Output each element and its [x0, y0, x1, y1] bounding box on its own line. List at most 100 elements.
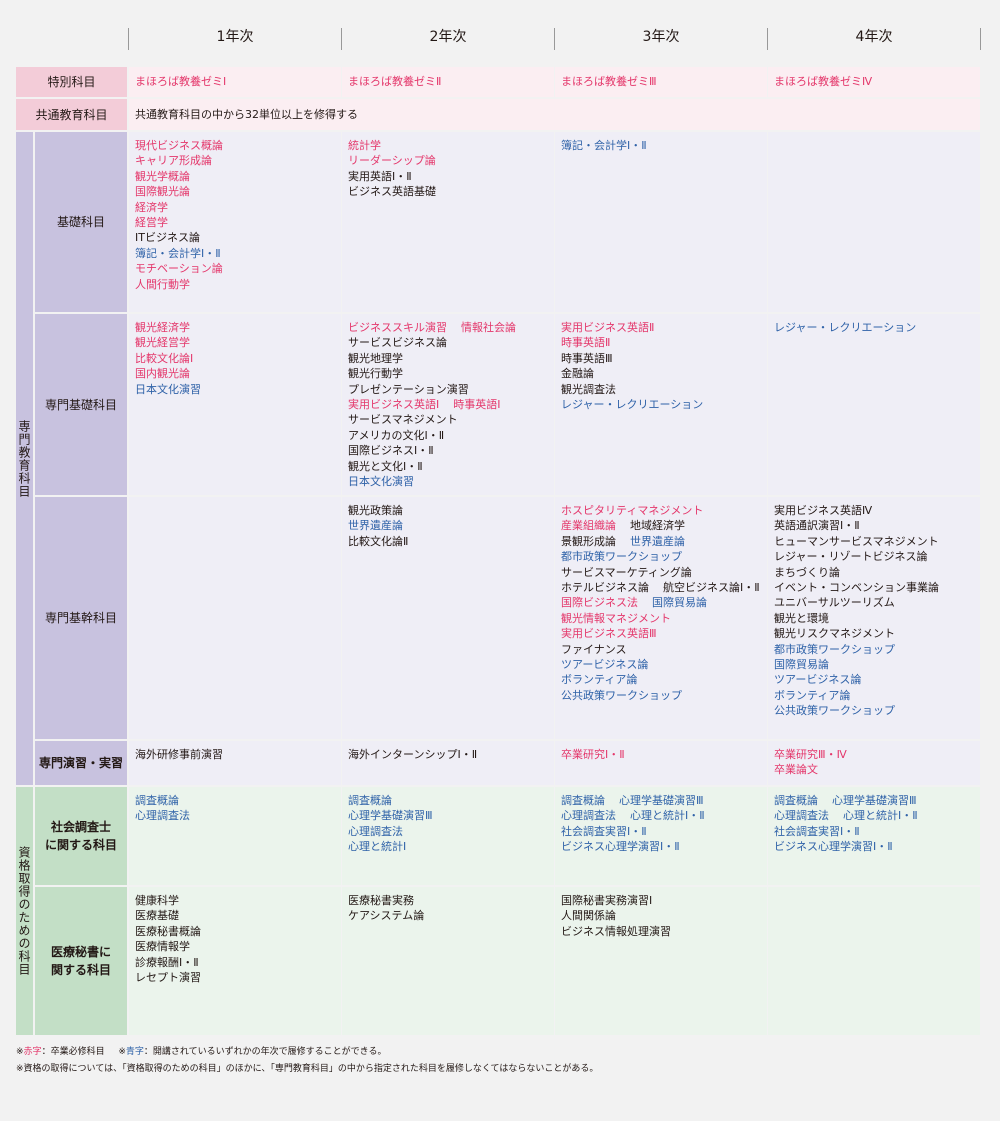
- course-line: ユニバーサルツーリズム: [774, 595, 980, 610]
- course-line: 公共政策ワークショップ: [774, 703, 980, 718]
- cell-tokubetsu-y1: まほろば教養ゼミⅠ: [129, 67, 341, 97]
- course-line: 金融論: [561, 366, 767, 381]
- course-line: 観光行動学: [348, 366, 554, 381]
- course-line: 卒業研究Ⅲ・Ⅳ: [774, 747, 980, 762]
- course-name: 観光リスクマネジメント: [774, 627, 895, 641]
- group-label-shikaku: 資格取得のための科目: [16, 787, 33, 1035]
- course-line: 医療秘書概論: [135, 924, 341, 939]
- course-name: 観光地理学: [348, 351, 403, 365]
- course-name: 実用ビジネス英語Ⅳ: [774, 504, 873, 517]
- course-line: 都市政策ワークショップ: [774, 642, 980, 657]
- row-label-tokubetsu: 特別科目: [16, 67, 127, 97]
- course-name: 国際貿易論: [774, 657, 829, 671]
- cell-enshu-y3: 卒業研究Ⅰ・Ⅱ: [555, 741, 767, 785]
- course-name: 心理調査法: [561, 809, 616, 823]
- course-line: 産業組織論地域経済学: [561, 518, 767, 533]
- course-name: 情報社会論: [461, 321, 516, 334]
- course-line: 実用英語Ⅰ・Ⅱ: [348, 169, 554, 184]
- course-line: まほろば教養ゼミⅣ: [774, 74, 980, 89]
- group-label-senmon: 専門教育科目: [16, 132, 33, 785]
- course-name: 国際秘書実務演習Ⅰ: [561, 894, 653, 907]
- row-label-enshu: 専門演習・実習: [35, 741, 127, 785]
- course-line: 日本文化演習: [135, 382, 341, 397]
- course-line: 海外インターンシップⅠ・Ⅱ: [348, 747, 554, 762]
- note-mark: ※: [118, 1047, 126, 1057]
- course-name: 心理調査法: [774, 809, 829, 823]
- course-line: キャリア形成論: [135, 153, 341, 168]
- course-name: まほろば教養ゼミⅣ: [774, 75, 873, 88]
- course-name: 心理調査法: [135, 809, 190, 823]
- course-line: 国内観光論: [135, 366, 341, 381]
- course-line: 医療秘書実務: [348, 893, 554, 908]
- course-line: 統計学: [348, 138, 554, 153]
- course-line: 経済学: [135, 200, 341, 215]
- row-label-kyotsu: 共通教育科目: [16, 99, 127, 130]
- course-name: 医療秘書実務: [348, 894, 414, 907]
- course-name: 簿記・会計学Ⅰ・Ⅱ: [135, 246, 221, 260]
- course-line: 国際秘書実務演習Ⅰ: [561, 893, 767, 908]
- course-name: 医療秘書概論: [135, 924, 201, 938]
- course-line: 心理学基礎演習Ⅲ: [348, 808, 554, 823]
- course-line: 人間関係論: [561, 908, 767, 923]
- course-name: アメリカの文化Ⅰ・Ⅱ: [348, 428, 445, 442]
- course-line: ボランティア論: [774, 688, 980, 703]
- course-line: まちづくり論: [774, 565, 980, 580]
- course-name: 実用英語Ⅰ・Ⅱ: [348, 169, 412, 183]
- course-name: サービスビジネス論: [348, 336, 447, 350]
- course-name: ビジネス心理学演習Ⅰ・Ⅱ: [774, 840, 893, 854]
- course-name: 観光調査法: [561, 382, 616, 396]
- course-name: 国際貿易論: [652, 596, 707, 610]
- year-separator: [341, 28, 342, 50]
- course-name: 社会調査実習Ⅰ・Ⅱ: [774, 824, 860, 838]
- course-name: 調査概論: [348, 794, 392, 807]
- course-name: 都市政策ワークショップ: [774, 642, 895, 656]
- course-name: ケアシステム論: [348, 909, 425, 923]
- course-name: 景観形成論: [561, 534, 616, 548]
- course-name: 心理学基礎演習Ⅲ: [619, 794, 704, 807]
- course-line: 国際ビジネスⅠ・Ⅱ: [348, 443, 554, 458]
- row-label-line: 関する科目: [50, 963, 111, 977]
- course-name: 社会調査実習Ⅰ・Ⅱ: [561, 824, 647, 838]
- cell-iryo-y2: 医療秘書実務ケアシステム論: [342, 887, 554, 1035]
- cell-tokubetsu-y2: まほろば教養ゼミⅡ: [342, 67, 554, 97]
- cell-senmon-kikan-y1: [129, 497, 341, 739]
- row-label-iryo: 医療秘書に関する科目: [35, 887, 127, 1035]
- course-line: まほろば教養ゼミⅢ: [561, 74, 767, 89]
- course-name: 観光政策論: [348, 504, 403, 517]
- course-name: 観光と環境: [774, 611, 829, 625]
- course-line: 調査概論: [348, 793, 554, 808]
- cell-enshu-y1: 海外研修事前演習: [129, 741, 341, 785]
- course-name: ヒューマンサービスマネジメント: [774, 534, 939, 548]
- course-name: 人間行動学: [135, 277, 190, 291]
- course-line: 観光学概論: [135, 169, 341, 184]
- course-line: 都市政策ワークショップ: [561, 549, 767, 564]
- course-name: 調査概論: [135, 794, 179, 807]
- course-line: 人間行動学: [135, 277, 341, 292]
- course-name: 国際ビジネスⅠ・Ⅱ: [348, 444, 434, 458]
- course-name: 時事英語Ⅲ: [561, 351, 613, 365]
- course-name: 調査概論: [774, 794, 818, 807]
- cell-senmon-kikan-y2: 観光政策論世界遺産論比較文化論Ⅱ: [342, 497, 554, 739]
- legend-red-meaning: ：卒業必修科目: [41, 1047, 105, 1057]
- cell-senmon-kikan-y3: ホスピタリティマネジメント産業組織論地域経済学景観形成論世界遺産論都市政策ワーク…: [555, 497, 767, 739]
- year-separator: [554, 28, 555, 50]
- course-line: 観光リスクマネジメント: [774, 626, 980, 641]
- course-line: 調査概論: [135, 793, 341, 808]
- course-line: 卒業論文: [774, 762, 980, 777]
- course-line: ケアシステム論: [348, 908, 554, 923]
- course-name: ツアービジネス論: [561, 657, 649, 671]
- course-line: レジャー・レクリエーション: [561, 397, 767, 412]
- course-name: ビジネス心理学演習Ⅰ・Ⅱ: [561, 840, 680, 854]
- course-line: ビジネス心理学演習Ⅰ・Ⅱ: [561, 839, 767, 854]
- course-line: 心理調査法: [135, 808, 341, 823]
- course-name: 都市政策ワークショップ: [561, 550, 682, 564]
- cell-kyotsu: 共通教育科目の中から32単位以上を修得する: [129, 99, 980, 130]
- course-name: 日本文化演習: [348, 474, 414, 488]
- year-header-1: 1年次: [216, 29, 254, 45]
